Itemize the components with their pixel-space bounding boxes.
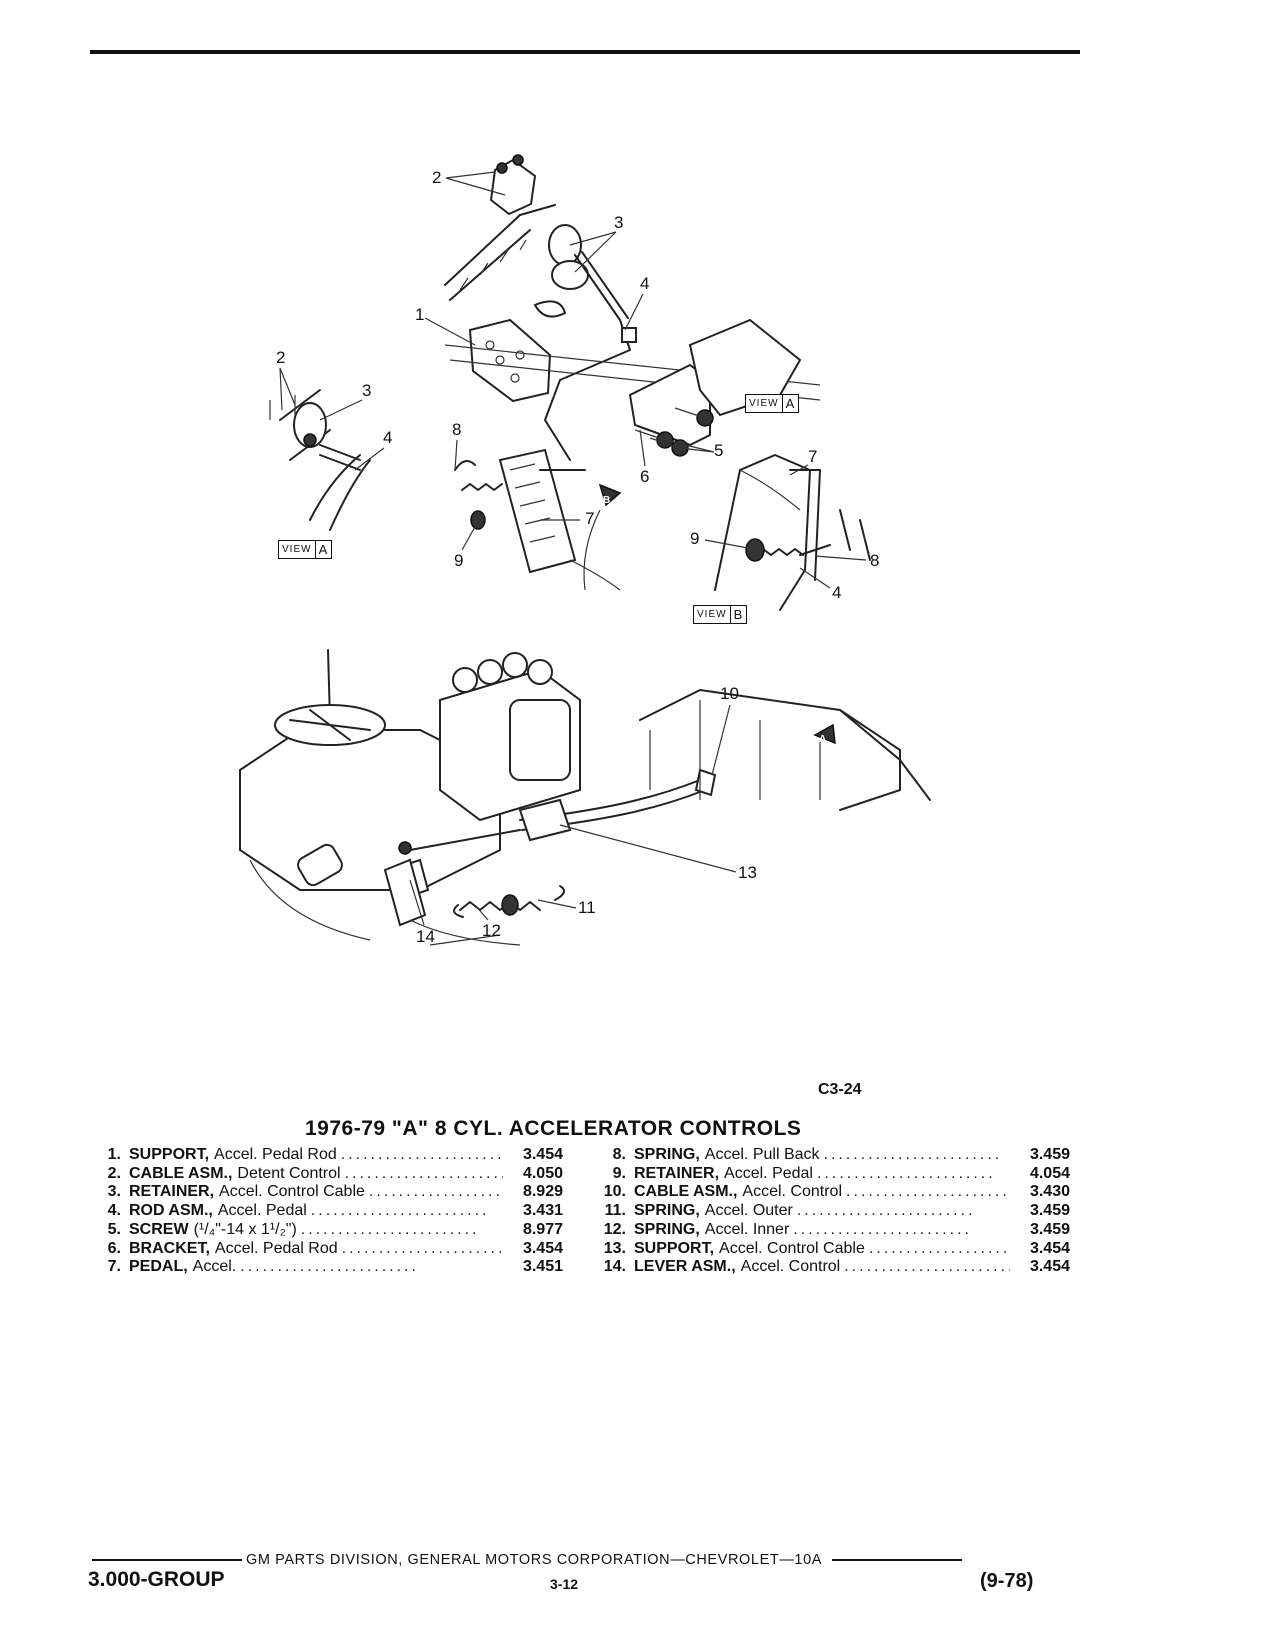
parts-row: 10.CABLE ASM.,Accel. Control............… [603,1183,1070,1201]
parts-row: 7.PEDAL,Accel.........................3.… [107,1258,563,1276]
parts-row: 11.SPRING,Accel. Outer..................… [604,1202,1070,1220]
footer-rule-left [92,1559,242,1561]
callout-9-viewb: 9 [690,529,699,548]
footer-date: (9-78) [980,1570,1034,1592]
callout-2-top: 2 [432,168,441,187]
parts-row: 14.LEVER ASM.,Accel. Control............… [603,1258,1070,1276]
svg-text:B: B [603,495,610,506]
parts-row: 8.SPRING,Accel. Pull Back...............… [612,1146,1070,1163]
footer-rule-right [832,1559,963,1561]
parts-row: 3.RETAINER,Accel. Control Cable.........… [107,1183,563,1201]
callout-6: 6 [640,467,649,486]
pedal-assembly-drawing: B [444,154,821,591]
callout-12: 12 [482,921,501,940]
parts-row: 12.SPRING,Accel. Inner..................… [603,1220,1070,1238]
callout-4-top: 4 [640,274,649,293]
callout-7-upper: 7 [585,509,594,528]
callout-9-upper: 9 [454,551,463,570]
parts-row: 2.CABLE ASM.,Detent Control.............… [107,1164,563,1182]
callout-8-upper: 8 [452,420,461,439]
callout-1: 1 [415,305,424,324]
parts-row: 6.BRACKET,Accel. Pedal Rod..............… [107,1239,563,1257]
callout-10: 10 [720,684,739,703]
callouts: 2 3 4 1 2 3 4 8 9 7 5 6 7 [276,168,879,946]
callout-3-left: 3 [362,381,371,400]
callout-3-top: 3 [614,213,623,232]
callout-11: 11 [578,898,596,917]
parts-row: 5.SCREW(¹/₄"-14 x 1¹/₂")................… [107,1220,563,1238]
footer-publisher: GM PARTS DIVISION, GENERAL MOTORS CORPOR… [246,1552,823,1568]
exploded-view-illustration: B [239,154,931,946]
view-a-detail-drawing [269,389,371,531]
callout-2-left: 2 [276,348,285,367]
callout-5: 5 [714,441,723,460]
parts-list-left: 1.SUPPORT,Accel. Pedal Rod..............… [85,1146,563,1277]
parts-row: 4.ROD ASM.,Accel. Pedal.................… [107,1202,563,1220]
parts-row: 13.SUPPORT,Accel. Control Cable.........… [603,1239,1070,1257]
footer-publisher-line: GM PARTS DIVISION, GENERAL MOTORS CORPOR… [92,1552,1048,1568]
callout-8-viewb: 8 [870,551,879,570]
callout-7-viewb: 7 [808,447,817,466]
callout-4-left: 4 [383,428,392,447]
svg-text:A: A [819,734,826,745]
top-rule [90,50,1080,54]
parts-list-right: 8.SPRING,Accel. Pull Back...............… [590,1146,1070,1277]
footer-page-number: 3-12 [550,1576,579,1592]
figure-code: C3-24 [818,1081,862,1098]
parts-row: 1.SUPPORT,Accel. Pedal Rod..............… [107,1146,563,1163]
view-b-detail-drawing [714,454,871,611]
parts-row: 9.RETAINER,Accel. Pedal.................… [612,1164,1070,1182]
callout-4-viewb: 4 [832,583,841,602]
page-title: 1976-79 "A" 8 CYL. ACCELERATOR CONTROLS [305,1117,802,1140]
callout-13: 13 [738,863,757,882]
footer-group: 3.000-GROUP [88,1568,225,1591]
callout-14: 14 [416,927,435,946]
engine-carburetor-drawing: A [239,649,931,946]
